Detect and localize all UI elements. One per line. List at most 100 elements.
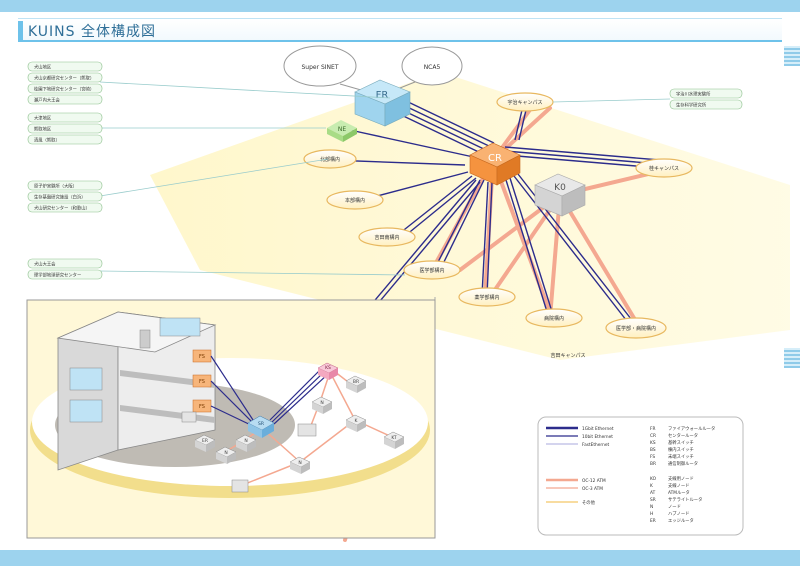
ko-node: K0	[534, 173, 586, 217]
floor-switch-label: FS	[199, 404, 205, 410]
legend-abbrev-key: FR	[650, 426, 655, 432]
left-item: 原子炉実験所（大阪）	[34, 183, 77, 190]
supersinet-cloud	[283, 45, 357, 87]
left-item: 犬山京都研究センター（熊取）	[34, 75, 94, 82]
legend-abbrev-desc: 支線用ノード	[668, 475, 694, 482]
legend-abbrev-desc: 棟内スイッチ	[668, 446, 694, 453]
page-title: KUINS 全体構成図	[28, 24, 156, 40]
inset-node-label: K	[355, 418, 359, 424]
legend-abbrev-desc: ハブノード	[668, 510, 689, 517]
left-groups: 犬山地区 犬山京都研究センター（熊取） 桂園下地研究センター（宮崎） 瀬戸内大王…	[27, 61, 406, 280]
ne-node: NE	[327, 120, 357, 142]
legend-abbrev-key: K	[650, 483, 653, 489]
building	[56, 311, 217, 471]
legend-abbrev-key: SR	[650, 497, 656, 503]
campus-label-byoin: 病院構内	[544, 315, 564, 322]
legend-abbrev-desc: 支線ノード	[668, 482, 689, 489]
legend-abbrev-desc: ATMルータ	[668, 489, 690, 496]
left-group-2: 大津地区 熊取地区 清風（熊取）	[27, 112, 103, 145]
bottom-stripe	[0, 550, 800, 566]
legend-abbrev-key: BR	[650, 461, 656, 467]
legend-abbrev-desc: サテライトルータ	[668, 496, 702, 503]
legend-abbrev-desc: センタールータ	[668, 432, 698, 439]
cr-router: CR	[469, 142, 521, 186]
inset-panel: FS FS FS	[26, 297, 436, 539]
inset-node-label: N	[224, 450, 227, 456]
legend-line-label: OC-3 ATM	[582, 486, 603, 492]
legend-line-label: その他	[582, 499, 596, 506]
inset-node-label: N	[244, 438, 247, 444]
legend-abbrev-desc: 末端スイッチ	[668, 453, 694, 460]
title-bar: KUINS 全体構成図	[18, 18, 782, 42]
campus-label-honbu: 本部構内	[345, 197, 365, 204]
left-item: 瀬戸内大王会	[34, 97, 60, 104]
legend-abbrev-key: FS	[650, 454, 655, 460]
top-stripe	[0, 0, 800, 12]
floor-switch-label: FS	[199, 379, 205, 385]
legend-abbrev-key: CR	[650, 433, 656, 439]
campus-node-honbu	[326, 190, 384, 210]
legend-abbrev-key: AT	[650, 490, 656, 496]
legend-abbrev-desc: エッジルータ	[668, 517, 694, 524]
left-item: 犬山地区	[34, 64, 52, 71]
legend-abbrev-key: KS	[650, 440, 656, 446]
cr-label: CR	[488, 153, 502, 164]
legend-abbrev-desc: ファイアウォールルータ	[668, 425, 715, 432]
ko-label: K0	[554, 183, 566, 193]
campus-node-yoshida	[358, 227, 416, 247]
legend-line-label: 1Gbit Ethernet	[582, 426, 614, 432]
campus-label-uji: 宇治キャンパス	[507, 99, 542, 106]
left-group-4: 犬山大王会 理学部地球研究センター	[27, 258, 103, 280]
legend-abbrev-key: N	[650, 504, 653, 510]
legend-abbrev-desc: ノード	[668, 505, 681, 510]
campus-label-katsura: 桂キャンパス	[649, 165, 679, 172]
campus-label-igaku: 医学部構内	[419, 267, 444, 274]
left-item: 大津地区	[34, 115, 52, 122]
ncas-cloud	[401, 46, 463, 86]
side-tab-lower	[784, 348, 800, 368]
campus-label-kenshu: 医学部・病院構内	[616, 325, 656, 332]
fr-label: FR	[376, 90, 389, 101]
pc-icon	[231, 479, 249, 493]
inset-node-label: N	[298, 460, 301, 466]
campus-node-igaku	[403, 260, 461, 280]
title-accent	[18, 21, 23, 40]
campus-highlight-band	[150, 72, 790, 360]
legend-abbrev-key: KO	[650, 476, 657, 482]
inset-gbit-links	[210, 355, 329, 428]
supersinet-label: Super SINET	[301, 64, 338, 71]
legend: 1Gbit Ethernet 10bit Ethernet FastEthern…	[537, 416, 744, 536]
legend-abbrev-key: ER	[650, 518, 656, 524]
right-item: 宇治川水理実験所	[676, 91, 711, 98]
legend-abbrev-key: H	[650, 511, 653, 517]
campus-caption: 吉田キャンパス	[550, 352, 585, 359]
left-item: 理学部地球研究センター	[34, 272, 81, 279]
side-tab-upper	[784, 46, 800, 66]
inset-node-label: ER	[202, 438, 208, 444]
inset-nodes: KS BR SR ER N N N	[181, 362, 405, 493]
legend-abbrev-desc: 基幹スイッチ	[668, 439, 694, 446]
left-item: 生存基盤研究施設（白浜）	[34, 194, 86, 201]
legend-abbrev: FR ファイアウォールルータ CR センタールータ KS 基幹スイッチ BS 棟…	[650, 425, 715, 524]
right-group: 宇治川水理実験所 生存科学研究所	[552, 88, 743, 110]
left-item: 熊取地区	[34, 126, 52, 133]
campus-nodes: 宇治キャンパス 桂キャンパス 北部構内 本部構内 吉田南構内 医学部構内 薬学部…	[303, 92, 693, 359]
inset-node-label: KT	[391, 435, 397, 441]
campus-node-kitashirakawa	[303, 149, 357, 169]
left-item: 清風（熊取）	[34, 137, 60, 144]
legend-line-label: 10bit Ethernet	[582, 434, 613, 440]
pc-icon	[181, 411, 197, 423]
right-item: 生存科学研究所	[676, 102, 707, 109]
campus-node-katsura	[635, 158, 693, 178]
floor-switch-label: FS	[199, 354, 205, 360]
campus-node-byoin	[525, 308, 583, 328]
legend-line-label: OC-12 ATM	[582, 478, 606, 484]
ne-label: NE	[338, 126, 346, 133]
pc-icon	[297, 423, 317, 437]
inset-node-label: BR	[353, 379, 359, 385]
legend-line-label: FastEthernet	[582, 442, 609, 448]
left-item: 犬山研究センター（和歌山）	[34, 205, 90, 212]
inset-node-label: KS	[325, 365, 331, 371]
campus-node-yakugaku	[458, 287, 516, 307]
